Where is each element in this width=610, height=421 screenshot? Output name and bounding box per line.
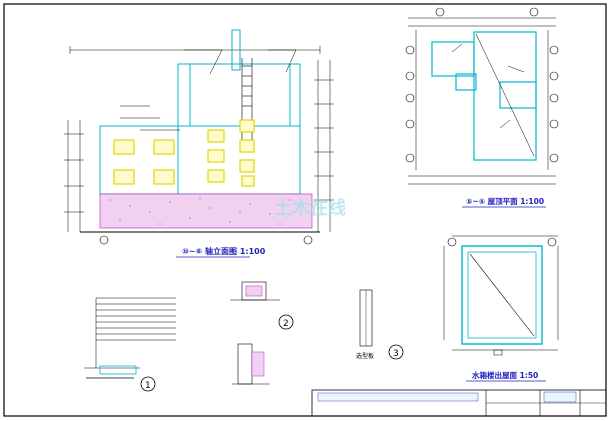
sheet-border xyxy=(3,3,607,417)
detail-3: 选型板 3 xyxy=(356,289,404,360)
detail-2-number: 2 xyxy=(283,319,289,329)
detail-2: 2 xyxy=(230,281,294,385)
detail-3-number: 3 xyxy=(393,349,399,359)
roof-plan-title: ⑤~⑤ 屋顶平面 1:100 xyxy=(466,197,544,206)
water-tank-drawing: 水箱楼出屋面 1:50 xyxy=(443,235,559,382)
detail-note: 选型板 xyxy=(356,352,374,360)
roof-plan-drawing: ⑤~⑤ 屋顶平面 1:100 xyxy=(405,7,559,208)
elevation-title: ⑩~⑥ 轴立面图 1:100 xyxy=(182,246,266,256)
detail-1-number: 1 xyxy=(145,381,151,391)
detail-1: 1 xyxy=(84,297,176,392)
foundation-hatch xyxy=(99,193,313,229)
title-block xyxy=(311,389,607,417)
water-tank-title: 水箱楼出屋面 1:50 xyxy=(472,370,538,380)
elevation-drawing: ⑩~⑥ 轴立面图 1:100 xyxy=(64,29,334,258)
watermark: 土木在线 xyxy=(274,197,346,219)
